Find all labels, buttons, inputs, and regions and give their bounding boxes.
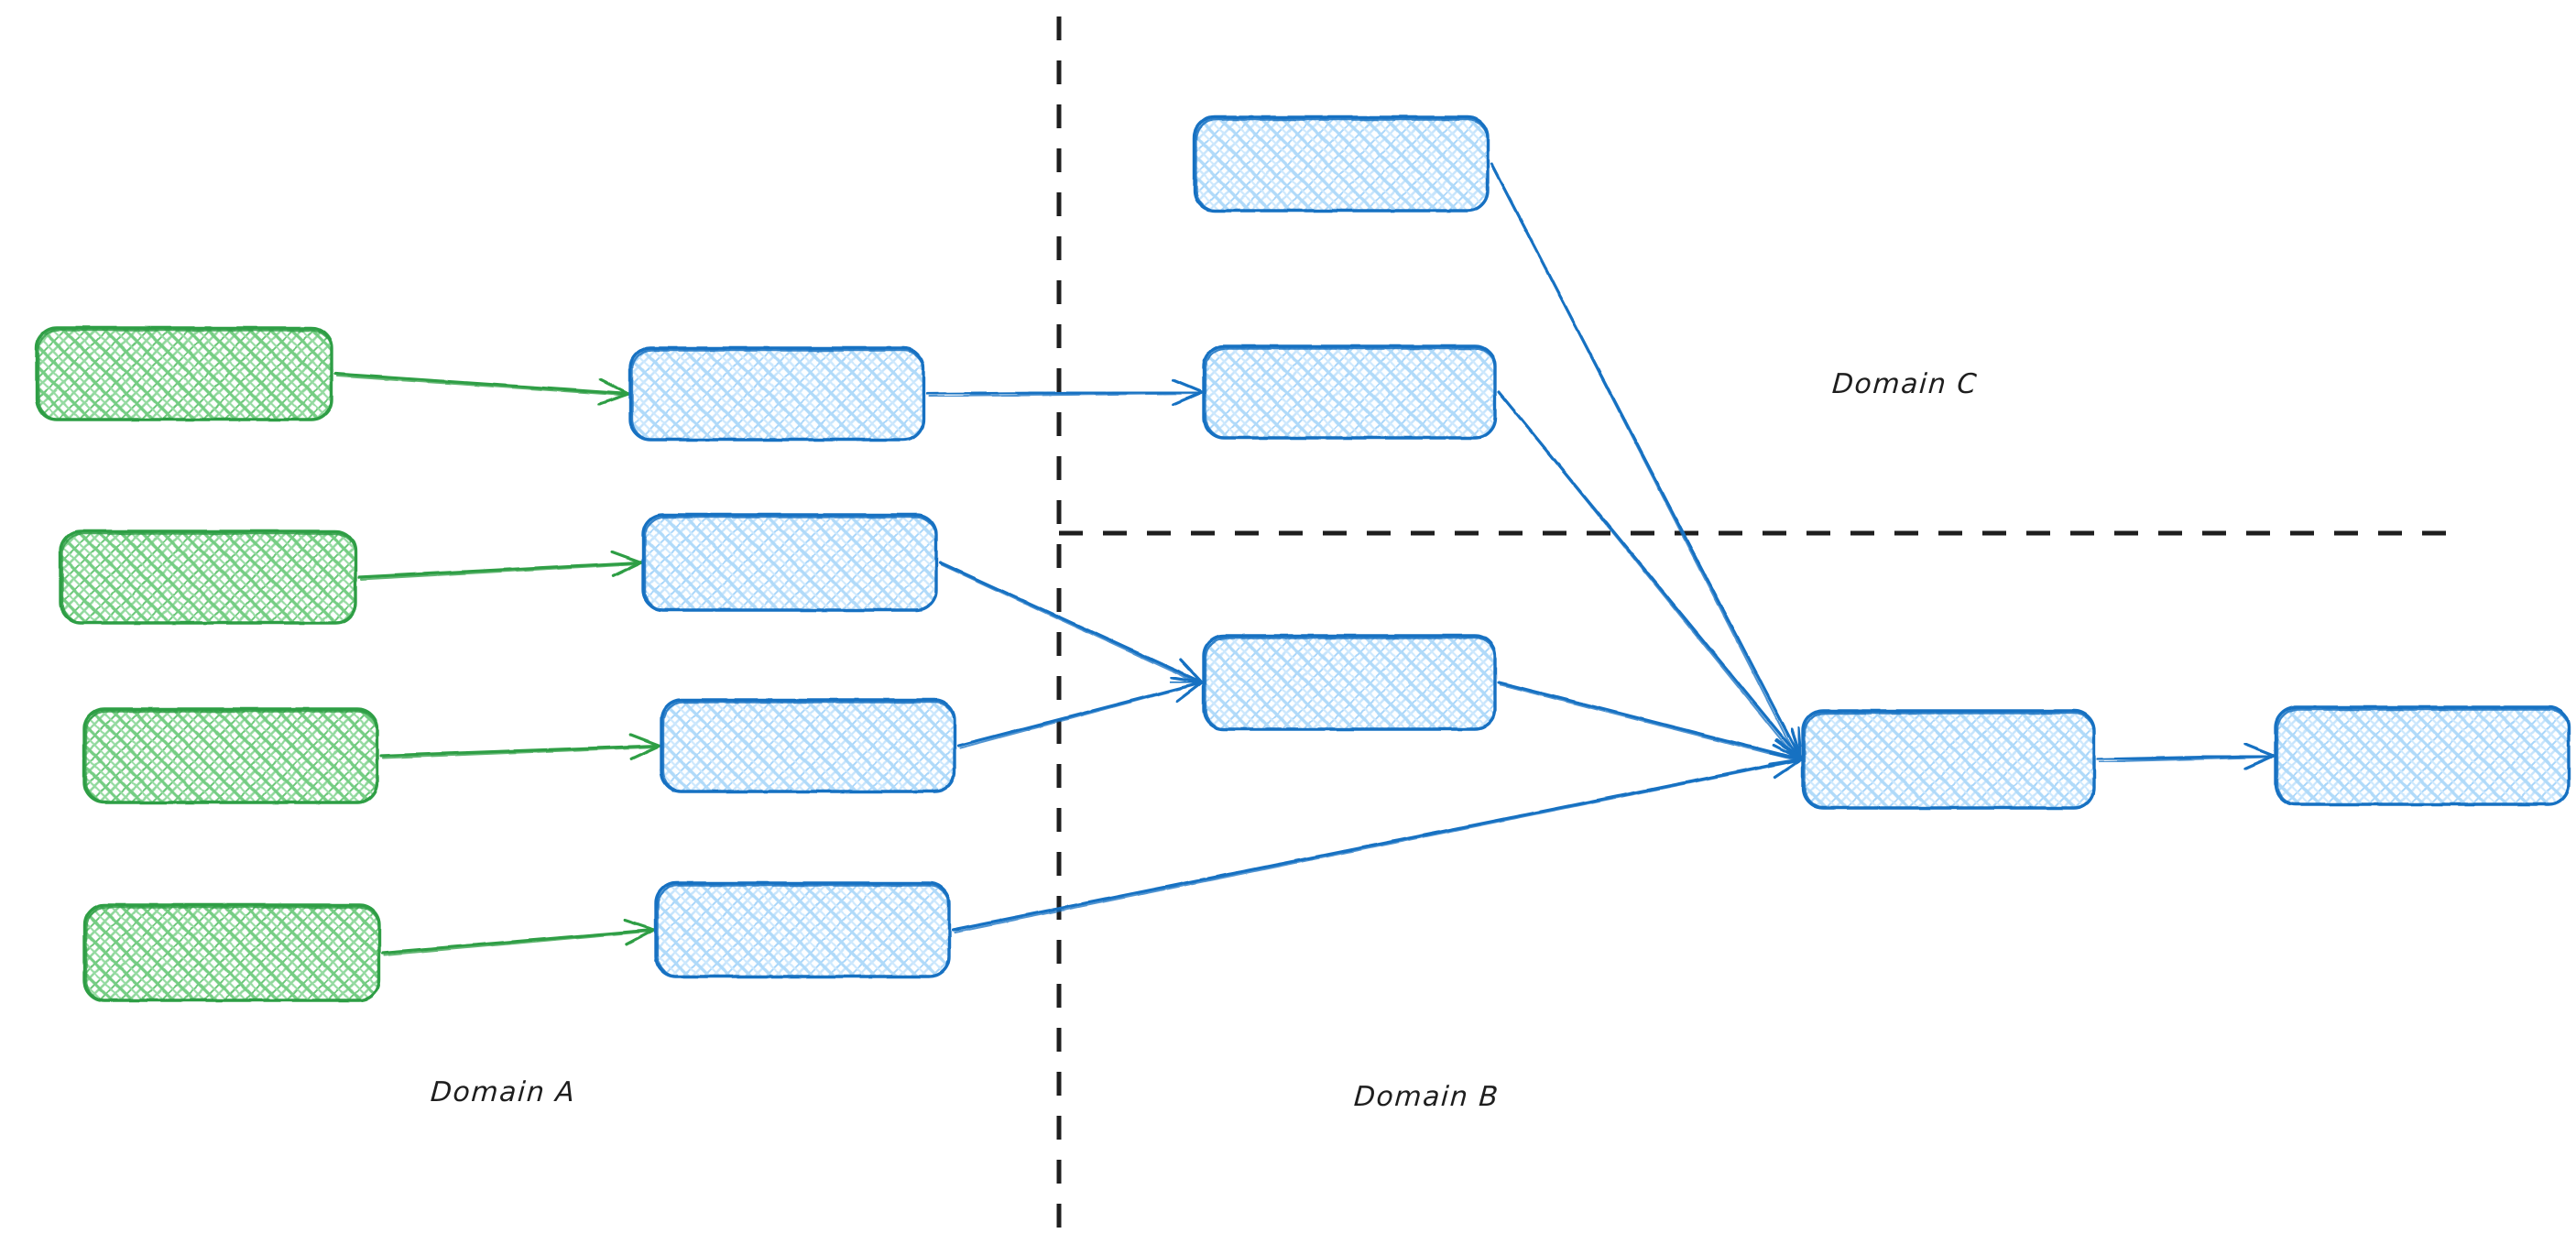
edge-line	[333, 372, 630, 396]
node-outline	[643, 516, 938, 612]
node-outline	[1803, 712, 2096, 810]
node-outline	[2276, 708, 2571, 806]
label-domain-b: Domain B	[1352, 1081, 1501, 1113]
node-outline	[1195, 118, 1490, 213]
node-b3[interactable]	[660, 698, 956, 793]
edge-e-b1-c2[interactable]	[925, 378, 1204, 407]
arrow-head	[2243, 742, 2276, 758]
edge-line	[379, 744, 661, 758]
arrow-head	[1790, 727, 1803, 761]
edge-layer	[333, 162, 2276, 956]
node-outline	[37, 329, 333, 421]
edge-line	[2096, 754, 2276, 761]
arrow-head	[1172, 390, 1204, 407]
node-outline	[656, 884, 951, 978]
edge-line	[383, 930, 653, 956]
node-fill	[661, 700, 955, 791]
node-outline	[1204, 347, 1497, 440]
arrow-head	[611, 561, 643, 578]
node-outline	[84, 906, 381, 1002]
node-c1[interactable]	[1193, 115, 1490, 213]
edge-line	[1491, 165, 1800, 762]
node-fill	[60, 531, 355, 623]
edge-e-a4-b4[interactable]	[381, 918, 656, 956]
node-a3[interactable]	[82, 707, 379, 804]
edge-line	[2098, 756, 2273, 763]
edge-e-a3-b3[interactable]	[379, 733, 661, 760]
divider-layer	[1056, 16, 2448, 1244]
node-fill	[1204, 346, 1495, 438]
edge-line	[381, 746, 659, 759]
arrow-head	[1169, 676, 1204, 684]
node-b1[interactable]	[628, 346, 925, 442]
node-a2[interactable]	[59, 529, 357, 625]
arrow-head	[625, 928, 656, 946]
edge-line	[938, 561, 1204, 684]
node-layer	[35, 115, 2571, 1002]
arrow-head	[1171, 378, 1204, 394]
node-b4[interactable]	[654, 881, 951, 978]
node-b2[interactable]	[641, 513, 938, 612]
edge-e-a1-b1[interactable]	[333, 372, 630, 406]
node-fill	[656, 883, 949, 977]
edge-line	[357, 561, 643, 579]
node-fill	[1195, 117, 1488, 211]
edge-e-b3-c3[interactable]	[956, 676, 1204, 749]
edge-e-b2-c3[interactable]	[938, 561, 1204, 685]
edge-e-c3-d1[interactable]	[1497, 681, 1803, 766]
node-fill	[37, 328, 332, 420]
edge-line	[953, 759, 1800, 933]
label-domain-a: Domain A	[429, 1076, 577, 1108]
node-a1[interactable]	[35, 326, 333, 421]
edge-e-c2-d1[interactable]	[1497, 390, 1803, 762]
node-fill	[84, 709, 377, 802]
edge-line	[359, 562, 640, 581]
node-a4[interactable]	[82, 903, 381, 1002]
node-fill	[643, 515, 936, 610]
node-outline	[60, 532, 357, 625]
arrow-head	[2243, 754, 2276, 770]
arrow-head	[1175, 681, 1204, 704]
arrow-head	[629, 744, 661, 760]
node-d2[interactable]	[2274, 705, 2571, 806]
arrow-head	[1774, 738, 1803, 761]
node-outline	[630, 349, 925, 442]
arrow-head	[1768, 758, 1803, 766]
edge-line	[1499, 683, 1800, 762]
node-outline	[661, 701, 956, 793]
node-outline	[1204, 637, 1497, 731]
node-fill	[1204, 636, 1495, 729]
edge-line	[958, 682, 1201, 749]
node-outline	[84, 710, 379, 804]
edge-e-a2-b2[interactable]	[357, 550, 643, 581]
node-fill	[630, 348, 923, 440]
edge-line	[335, 375, 628, 397]
edge-line	[940, 563, 1201, 685]
node-d1[interactable]	[1801, 709, 2096, 810]
edge-line	[1499, 393, 1800, 762]
edge-line	[951, 758, 1803, 932]
edge-e-b4-d1[interactable]	[951, 751, 1803, 933]
arrow-head	[599, 378, 630, 396]
arrow-head	[610, 550, 643, 564]
edge-e-c1-d1[interactable]	[1490, 162, 1803, 762]
arrow-head	[1179, 658, 1204, 684]
edge-line	[927, 392, 1201, 398]
node-c2[interactable]	[1202, 344, 1497, 440]
node-fill	[2276, 707, 2569, 804]
edge-line	[1497, 681, 1803, 761]
node-fill	[84, 905, 379, 1000]
arrow-head	[623, 918, 656, 932]
edge-line	[925, 390, 1204, 396]
node-fill	[1803, 711, 2094, 808]
arrow-head	[1774, 758, 1803, 779]
arrow-head	[597, 392, 630, 406]
node-c3[interactable]	[1202, 634, 1497, 731]
arrow-head	[628, 733, 661, 748]
edge-e-d1-d2[interactable]	[2096, 742, 2276, 770]
edge-line	[381, 928, 656, 955]
label-domain-c: Domain C	[1830, 368, 1980, 400]
